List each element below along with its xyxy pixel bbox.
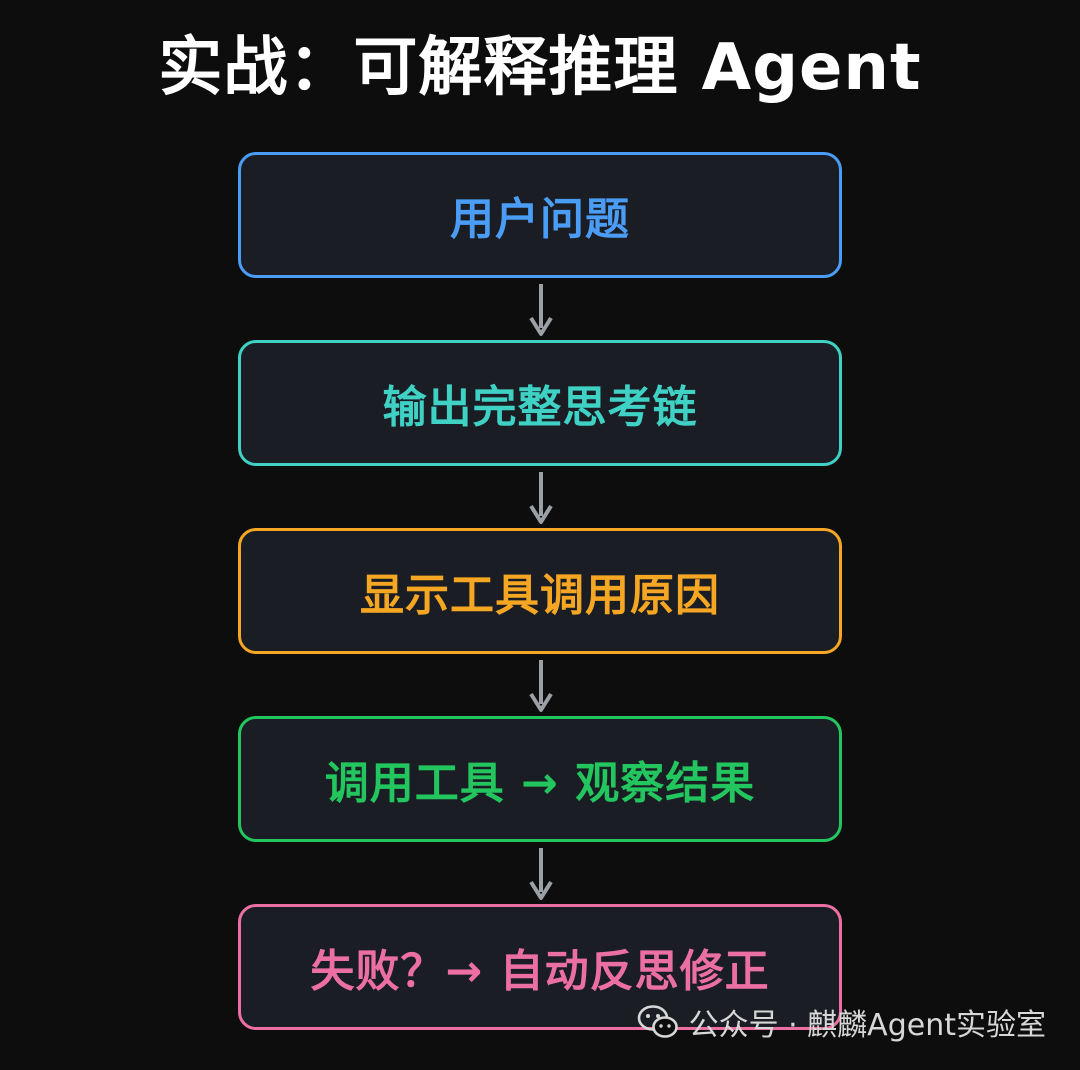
- step-label: 输出完整思考链: [382, 382, 698, 433]
- arrow-down-icon: [529, 472, 553, 524]
- arrow-down-icon: [529, 284, 553, 336]
- arrow-down-icon: [529, 848, 553, 900]
- step-label: 失败？→ 自动反思修正: [310, 946, 770, 997]
- step-box-thought-chain: 输出完整思考链: [238, 340, 842, 466]
- step-box-user-question: 用户问题: [238, 152, 842, 278]
- step-box-tool-reason: 显示工具调用原因: [238, 528, 842, 654]
- page-title: 实战：可解释推理 Agent: [158, 31, 922, 105]
- step-label: 显示工具调用原因: [360, 570, 720, 621]
- step-box-call-tool: 调用工具 → 观察结果: [238, 716, 842, 842]
- watermark-text: 公众号 · 麒麟Agent实验室: [688, 1008, 1046, 1043]
- step-label: 用户问题: [450, 194, 630, 245]
- arrow-down-icon: [529, 660, 553, 712]
- step-box-reflect: 失败？→ 自动反思修正: [238, 904, 842, 1030]
- watermark: 公众号 · 麒麟Agent实验室: [637, 1000, 1046, 1044]
- wechat-icon: [637, 1005, 678, 1038]
- step-label: 调用工具 → 观察结果: [324, 758, 756, 809]
